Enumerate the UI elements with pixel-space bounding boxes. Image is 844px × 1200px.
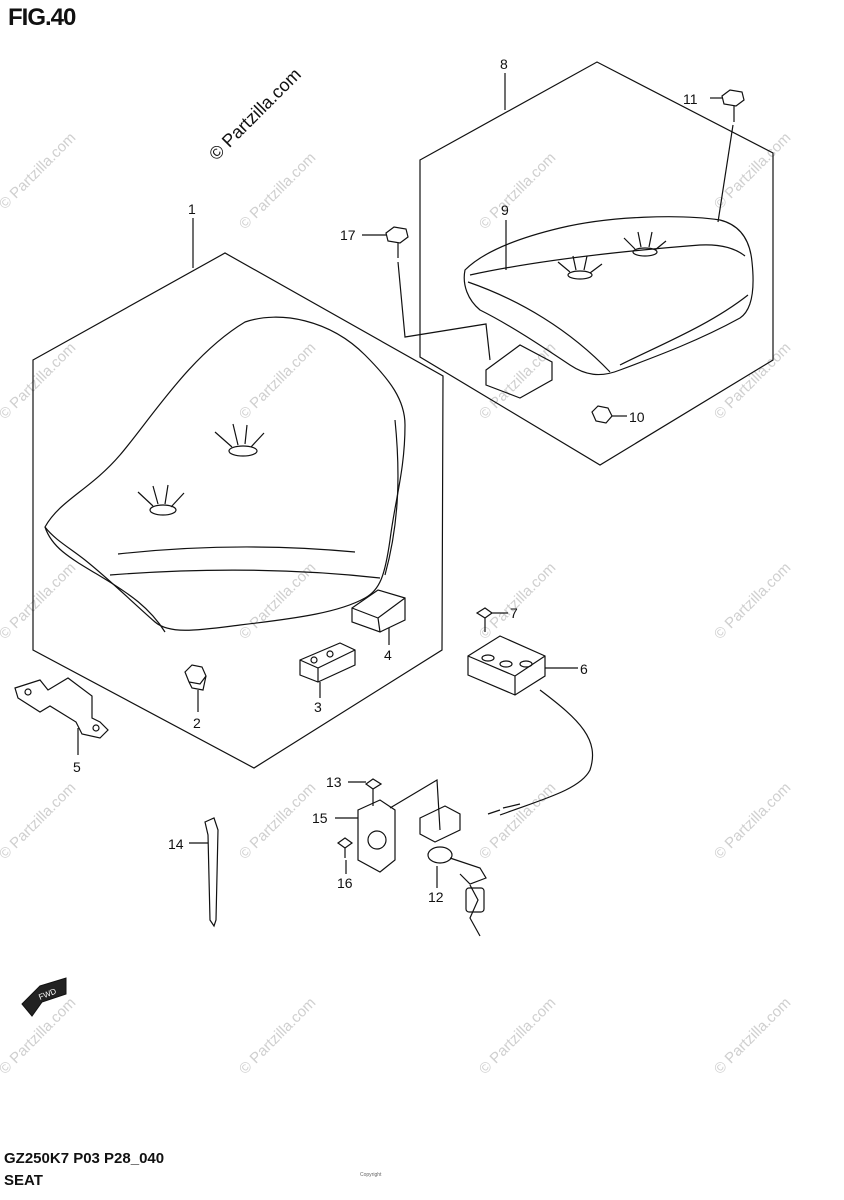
callout-5: 5	[73, 759, 81, 775]
seat-dimple	[229, 446, 257, 456]
watermark: © Partzilla.com	[476, 149, 559, 232]
watermark: © Partzilla.com	[476, 559, 559, 642]
callout-9: 9	[501, 202, 509, 218]
watermark: © Partzilla.com	[0, 779, 79, 862]
bolt-icon	[366, 779, 381, 806]
rear-seat-group	[362, 62, 773, 465]
callout-14: 14	[168, 836, 184, 852]
fwd-arrow-icon	[22, 978, 66, 1016]
model-code: GZ250K7 P03 P28_040	[4, 1150, 165, 1167]
watermark: © Partzilla.com	[476, 994, 559, 1077]
callout-17: 17	[340, 227, 356, 243]
holder-hole	[482, 655, 494, 661]
seat-stitch-line	[118, 547, 355, 554]
callout-4: 4	[384, 647, 392, 663]
callout-6: 6	[580, 661, 588, 677]
cushion-icon	[300, 643, 355, 682]
callout-10: 10	[629, 409, 645, 425]
figure-title: FIG.40	[8, 4, 76, 31]
seat-piping	[110, 570, 380, 578]
watermark: © Partzilla.com	[476, 339, 559, 422]
seat-dimple-folds	[624, 232, 666, 250]
callout-16: 16	[337, 875, 353, 891]
rear-seat-stitch	[470, 245, 745, 275]
leader-line	[398, 262, 490, 360]
watermark: © Partzilla.com	[476, 779, 559, 862]
callout-8: 8	[500, 56, 508, 72]
watermark: © Partzilla.com	[236, 779, 319, 862]
watermark: © Partzilla.com	[711, 994, 794, 1077]
callout-3: 3	[314, 699, 322, 715]
lock-bracket-icon	[358, 800, 395, 872]
watermark: © Partzilla.com	[236, 149, 319, 232]
bracket-hole	[25, 689, 31, 695]
callout-13: 13	[326, 774, 342, 790]
front-seat-icon	[45, 317, 405, 630]
callout-7: 7	[510, 605, 518, 621]
bracket-hole	[368, 831, 386, 849]
seat-dimple	[633, 248, 657, 256]
key-icon	[470, 885, 480, 936]
seat-dimple-folds	[138, 485, 184, 507]
damper-icon	[352, 590, 405, 632]
watermark: © Partzilla.com	[0, 994, 79, 1077]
callout-12: 12	[428, 889, 444, 905]
callout-labels: 1 2 3 4 5 6 7 8 9 10 11 12 13 14 15 16 1…	[73, 56, 698, 905]
seat-dimple-folds	[558, 256, 602, 273]
footer-note: Copyright	[360, 1172, 382, 1178]
seat-dimple	[150, 505, 176, 515]
fwd-arrow: FWD	[22, 978, 66, 1016]
lock-holder-icon	[468, 636, 545, 695]
watermark: © Partzilla.com	[711, 779, 794, 862]
holder-hole	[520, 661, 532, 667]
seat-lock-icon	[420, 806, 460, 842]
cable-end	[488, 804, 520, 814]
rear-seat-icon	[464, 217, 753, 375]
seat-front-edge	[45, 527, 165, 632]
seat-dimple	[568, 271, 592, 279]
callout-1: 1	[188, 201, 196, 217]
watermark: © Partzilla.com	[0, 129, 79, 212]
seat-bracket-icon	[15, 678, 108, 738]
rear-seat-stitch	[620, 295, 748, 365]
bolt-icon	[722, 90, 744, 122]
key-icon	[450, 858, 486, 884]
leader-line	[390, 780, 440, 830]
callout-2: 2	[193, 715, 201, 731]
front-seat-frame	[33, 253, 443, 768]
nut-icon	[185, 665, 206, 690]
lock-cylinder	[428, 847, 452, 863]
watermark: © Partzilla.com	[236, 339, 319, 422]
watermark: © Partzilla.com	[711, 339, 794, 422]
seat-dimple-folds	[215, 424, 264, 447]
callout-11: 11	[683, 91, 698, 107]
seat-lock-cable	[500, 690, 593, 815]
seat-side-edge	[385, 420, 398, 575]
front-seat-group	[15, 218, 443, 768]
bracket-hole	[93, 725, 99, 731]
rear-seat-frame	[420, 62, 773, 465]
cable-tie-icon	[205, 818, 218, 926]
rear-seat-mount-icon	[486, 345, 552, 398]
leader-line	[718, 125, 733, 222]
watermark: © Partzilla.com	[236, 994, 319, 1077]
nut-icon	[592, 406, 612, 423]
cushion-hole	[311, 657, 317, 663]
cushion-hole	[327, 651, 333, 657]
lock-cable-group	[189, 608, 593, 936]
key-head-icon	[466, 888, 484, 912]
bolt-icon	[386, 227, 408, 258]
section-name: SEAT	[4, 1172, 43, 1189]
screw-icon	[338, 838, 352, 858]
callout-15: 15	[312, 810, 328, 826]
rear-seat-stitch	[468, 282, 610, 372]
watermark: © Partzilla.com	[711, 559, 794, 642]
holder-hole	[500, 661, 512, 667]
watermark: © Partzilla.com	[0, 339, 79, 422]
watermark: © Partzilla.com	[0, 559, 79, 642]
